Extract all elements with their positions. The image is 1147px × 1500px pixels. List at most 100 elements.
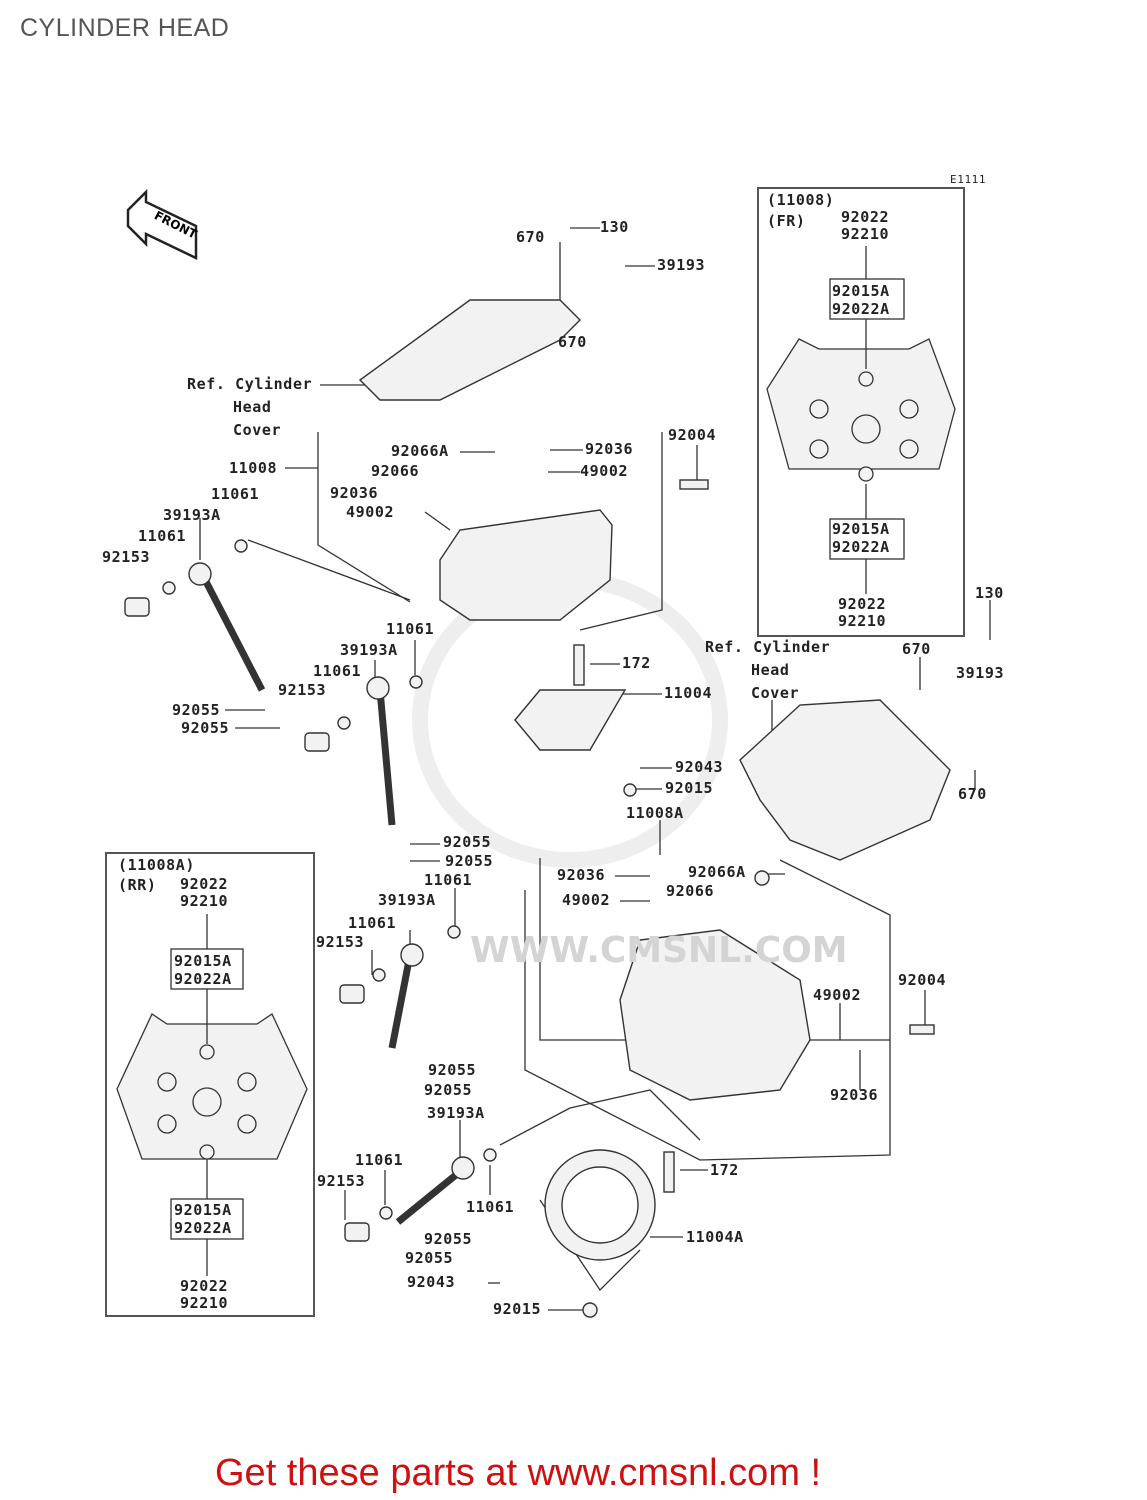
part-callout[interactable]: 49002: [813, 986, 862, 1004]
part-shapes: [124, 299, 951, 1318]
ref-line1: Ref. Cylinder: [187, 375, 313, 393]
part-callout[interactable]: 92055: [424, 1081, 473, 1099]
watermark-text: WWW.CMSNL.COM: [470, 930, 848, 971]
leader-lines: [199, 227, 991, 1311]
diagram-code: E1111: [950, 173, 987, 186]
inset-callout: 92210: [838, 612, 887, 630]
part-callout[interactable]: 49002: [346, 503, 395, 521]
front-head-top-view: [766, 246, 956, 594]
part-callout[interactable]: 39193A: [378, 891, 436, 909]
part-callout[interactable]: 670: [516, 228, 545, 246]
inset-callout: 92015A: [174, 952, 232, 970]
part-callout[interactable]: 11061: [386, 620, 435, 638]
inset-callout: 92022: [841, 208, 890, 226]
part-callout[interactable]: 92055: [424, 1230, 473, 1248]
inset-callout: 92015A: [174, 1201, 232, 1219]
ref-line2: Head: [751, 661, 790, 679]
part-callout[interactable]: 92015: [665, 779, 714, 797]
part-callout[interactable]: 92055: [405, 1249, 454, 1267]
part-callout[interactable]: 49002: [580, 462, 629, 480]
rear-cylinder-head: [619, 929, 811, 1101]
inset-callout: 92022A: [832, 538, 890, 556]
part-callout[interactable]: 39193: [657, 256, 706, 274]
inset-tag: (11008): [767, 191, 835, 209]
ref-cylinder-head-cover-label-rear: Ref. Cylinder Head Cover: [705, 640, 830, 701]
inset-sub: (FR): [767, 212, 806, 230]
part-callout[interactable]: 11061: [424, 871, 473, 889]
part-callout[interactable]: 92043: [675, 758, 724, 776]
part-callout[interactable]: 11004A: [686, 1228, 744, 1246]
ref-cylinder-head-cover-label-front: Ref. Cylinder Head Cover: [187, 377, 312, 438]
part-callout[interactable]: 11061: [313, 662, 362, 680]
inset-rear-head: (11008A) (RR) 92022 92210 92015A 92022A …: [105, 852, 315, 1317]
part-callout[interactable]: 92055: [181, 719, 230, 737]
part-callout[interactable]: 130: [600, 218, 629, 236]
part-callout[interactable]: 92004: [668, 426, 717, 444]
ref-line3: Cover: [751, 684, 800, 702]
inset-callout: 92210: [841, 225, 890, 243]
front-cylinder-head: [439, 509, 613, 621]
part-callout[interactable]: 11004: [664, 684, 713, 702]
part-callout[interactable]: 92036: [557, 866, 606, 884]
part-callout[interactable]: 92066: [371, 462, 420, 480]
part-callout[interactable]: 92153: [278, 681, 327, 699]
part-callout[interactable]: 172: [710, 1161, 739, 1179]
part-callout[interactable]: 670: [902, 640, 931, 658]
part-callout[interactable]: 92055: [428, 1061, 477, 1079]
part-callout[interactable]: 11008: [229, 459, 278, 477]
part-callout[interactable]: 92015: [493, 1300, 542, 1318]
part-callout[interactable]: 39193A: [427, 1104, 485, 1122]
part-callout[interactable]: 49002: [562, 891, 611, 909]
footer-promo-link[interactable]: Get these parts at www.cmsnl.com !: [215, 1452, 822, 1494]
part-callout[interactable]: 670: [958, 785, 987, 803]
part-callout[interactable]: 39193A: [340, 641, 398, 659]
part-callout[interactable]: 92153: [102, 548, 151, 566]
inset-sub: (RR): [118, 876, 157, 894]
rear-head-cover: [739, 699, 951, 861]
part-callout[interactable]: 92036: [330, 484, 379, 502]
part-callout[interactable]: 92055: [443, 833, 492, 851]
ref-line2: Head: [233, 398, 272, 416]
part-callout[interactable]: 92043: [407, 1273, 456, 1291]
front-head-cover: [358, 299, 581, 401]
part-callout[interactable]: 92153: [317, 1172, 366, 1190]
ref-line3: Cover: [233, 421, 282, 439]
part-callout[interactable]: 92036: [830, 1086, 879, 1104]
part-callout[interactable]: 92153: [316, 933, 365, 951]
inset-callout: 92022A: [174, 1219, 232, 1237]
part-callout[interactable]: 92066A: [688, 863, 746, 881]
inset-callout: 92022A: [832, 300, 890, 318]
part-callout[interactable]: 92055: [445, 852, 494, 870]
inset-callout: 92022: [838, 595, 887, 613]
part-callout[interactable]: 11061: [466, 1198, 515, 1216]
part-callout[interactable]: 670: [558, 333, 587, 351]
inset-callout: 92022A: [174, 970, 232, 988]
part-callout[interactable]: 11061: [138, 527, 187, 545]
part-callout[interactable]: 130: [975, 584, 1004, 602]
inset-callout: 92210: [180, 1294, 229, 1312]
page-title: CYLINDER HEAD: [20, 14, 230, 42]
inset-callout: 92015A: [832, 282, 890, 300]
part-callout[interactable]: 11008A: [626, 804, 684, 822]
part-callout[interactable]: 11061: [355, 1151, 404, 1169]
part-callout[interactable]: 92066: [666, 882, 715, 900]
part-callout[interactable]: 92004: [898, 971, 947, 989]
front-gasket: [514, 689, 627, 751]
inset-callout: 92022: [180, 1277, 229, 1295]
inset-tag: (11008A): [118, 856, 196, 874]
inset-callout: 92015A: [832, 520, 890, 538]
part-callout[interactable]: 39193A: [163, 506, 221, 524]
part-callout[interactable]: 39193: [956, 664, 1005, 682]
part-callout[interactable]: 92036: [585, 440, 634, 458]
part-callout[interactable]: 11061: [211, 485, 260, 503]
inset-callout: 92210: [180, 892, 229, 910]
inset-front-head: (11008) (FR) 92022 92210 92015A 92022A 9…: [757, 187, 965, 637]
part-callout[interactable]: 11061: [348, 914, 397, 932]
part-callout[interactable]: 172: [622, 654, 651, 672]
ref-line1: Ref. Cylinder: [705, 638, 831, 656]
part-callout[interactable]: 92055: [172, 701, 221, 719]
part-callout[interactable]: 92066A: [391, 442, 449, 460]
rear-head-top-view: [116, 914, 308, 1276]
inset-callout: 92022: [180, 875, 229, 893]
